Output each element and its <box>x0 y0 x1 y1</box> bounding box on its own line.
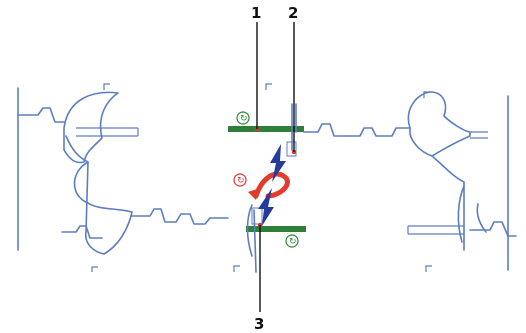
upper-indicator-glyph: ↻ <box>240 114 248 124</box>
right-lower-bell <box>457 185 465 243</box>
right-corner-mark-top <box>423 91 430 98</box>
center-upper-track <box>303 123 347 137</box>
center-assembly: ↻ ↻ ↻ <box>228 83 347 273</box>
left-upper-track <box>17 107 65 123</box>
right-lower-plate <box>407 225 464 235</box>
left-lower-stub <box>61 225 103 239</box>
right-upper-track <box>345 127 411 137</box>
upper-block <box>286 141 297 157</box>
callouts: 1 2 3 <box>251 4 298 333</box>
upper-bar <box>228 126 304 132</box>
left-upper-plate <box>76 127 139 137</box>
right-assembly <box>345 91 517 272</box>
lower-block <box>251 207 263 225</box>
blue-arrow-down-icon <box>270 144 286 182</box>
left-neck <box>65 135 89 163</box>
red-indicator-glyph: ↻ <box>237 176 245 186</box>
lower-arc <box>246 204 253 257</box>
right-neck <box>431 155 465 251</box>
lower-post <box>253 209 257 273</box>
right-upper-plate <box>470 131 488 139</box>
left-lower-track <box>131 208 229 225</box>
right-upper-bell <box>407 91 471 157</box>
left-lower-bell <box>73 161 133 255</box>
red-arrowhead-icon <box>248 188 260 200</box>
left-assembly <box>17 83 229 272</box>
lower-indicator-glyph: ↻ <box>289 237 297 247</box>
callout-label-1: 1 <box>251 4 261 22</box>
left-upper-bell <box>63 91 119 164</box>
lower-bar <box>246 226 306 232</box>
lower-indicator-icon <box>285 234 299 248</box>
blue-arrow-up-icon <box>258 188 274 226</box>
right-corner-mark-bottom <box>425 265 432 272</box>
red-indicator-icon <box>233 173 247 187</box>
callout-label-3: 3 <box>254 315 264 333</box>
callout-label-2: 2 <box>288 4 298 22</box>
right-lower-track <box>469 221 517 237</box>
left-corner-mark-top <box>103 83 110 90</box>
upper-indicator-icon <box>236 111 250 125</box>
red-arrow-curve <box>253 171 290 199</box>
left-corner-mark-bottom <box>91 266 98 272</box>
center-corner-mark-top <box>265 83 272 90</box>
center-corner-mark-bottom <box>233 265 240 272</box>
right-lower-curl <box>476 203 487 233</box>
